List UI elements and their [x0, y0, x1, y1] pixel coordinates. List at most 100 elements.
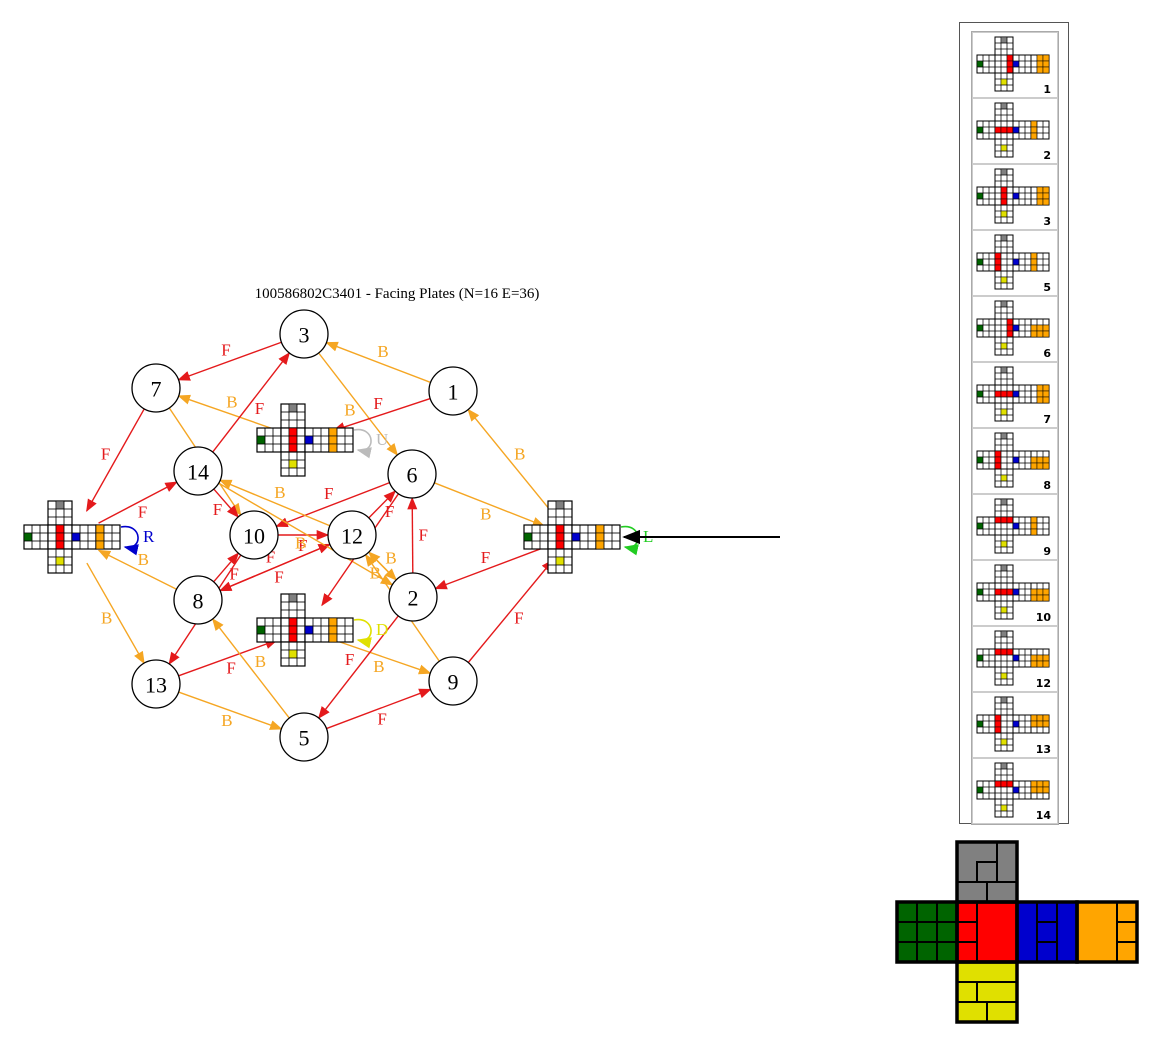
node-label: 13	[145, 673, 167, 698]
cube-nodes-layer: RLUD	[23, 403, 653, 667]
legend-cube-icon	[976, 36, 1050, 92]
legend-cube-icon	[976, 696, 1050, 752]
node-12: 12	[327, 510, 377, 560]
legend-item-7: 7	[972, 362, 1058, 428]
edge-5-8	[211, 617, 290, 719]
edge-label: B	[370, 564, 381, 583]
edge-label: F	[345, 650, 354, 669]
edge-label: F	[418, 525, 427, 544]
edge-2-5	[317, 615, 399, 720]
legend-cube-icon	[976, 630, 1050, 686]
node-label: 5	[299, 726, 310, 751]
edge-cubeU-7	[177, 394, 277, 431]
node-label: 9	[448, 670, 459, 695]
node-label: 12	[341, 524, 363, 549]
state-graph: 100586802C3401 - Facing Plates (N=16 E=3…	[23, 286, 780, 762]
edge-label: B	[514, 445, 525, 464]
edge-1-3	[325, 341, 431, 384]
node-5: 5	[279, 712, 329, 762]
edge-label: F	[274, 568, 283, 587]
node-3: 3	[279, 309, 329, 359]
legend-item-9: 9	[972, 494, 1058, 560]
legend-item-14: 14	[972, 758, 1058, 824]
edge-label: F	[266, 547, 275, 566]
node-label: 14	[187, 460, 209, 485]
edge-14-2	[218, 482, 394, 586]
node-1: 1	[428, 366, 478, 416]
legend-cube-icon	[976, 564, 1050, 620]
edge-2-6	[407, 496, 418, 574]
edge-12-14	[218, 479, 331, 527]
cube-node-r: R	[23, 500, 155, 574]
legend-cube-icon	[976, 762, 1050, 818]
node-label: 7	[151, 377, 162, 402]
node-label: 6	[407, 463, 418, 488]
self-loop-label: U	[376, 430, 388, 449]
edge-label: B	[377, 342, 388, 361]
edge-6-10	[275, 481, 390, 528]
legend-item-number: 2	[1043, 149, 1051, 162]
edge-3-6	[318, 352, 399, 456]
edge-cubeR-14	[98, 481, 178, 524]
node-8: 8	[173, 575, 223, 625]
node-label: 2	[408, 586, 419, 611]
edge-cubeL-2	[434, 546, 545, 590]
edge-5-9	[326, 688, 432, 730]
legend-item-number: 7	[1043, 413, 1051, 426]
legend-cube-icon	[976, 498, 1050, 554]
edge-label: F	[229, 565, 238, 584]
edges-layer: FBBFBFBFFBBFBFFBFBFFBFBFFFBBBBFFFFBF	[86, 341, 554, 730]
legend-item-2: 2	[972, 98, 1058, 164]
self-loop-label: D	[376, 620, 388, 639]
edge-8-cubeR	[97, 549, 177, 590]
legend-cube-icon	[976, 432, 1050, 488]
edge-label: F	[298, 536, 307, 555]
edge-label: F	[138, 502, 147, 521]
edge-cubeD-9	[333, 639, 432, 675]
edge-label: B	[385, 548, 396, 567]
edge-label: F	[101, 444, 110, 463]
edge-14-10	[213, 488, 240, 518]
legend-cube-icon	[976, 234, 1050, 290]
legend-item-number: 14	[1035, 809, 1051, 822]
edge-8-10	[213, 552, 240, 583]
edge-label: B	[101, 609, 112, 628]
edge-label: F	[514, 608, 523, 627]
edge-13-cubeD	[178, 639, 278, 677]
edge-label: F	[377, 709, 386, 728]
legend-item-8: 8	[972, 428, 1058, 494]
edge-label: F	[213, 500, 222, 519]
edge-label: F	[226, 658, 235, 677]
edge-label: F	[221, 341, 230, 360]
legend-item-number: 10	[1035, 611, 1051, 624]
edge-label: B	[221, 711, 232, 730]
edge-7-cubeR	[86, 408, 145, 512]
cube-node-u: U	[256, 403, 388, 477]
edge-label: B	[295, 533, 306, 552]
edge-label: F	[481, 548, 490, 567]
legend-item-number: 13	[1035, 743, 1051, 756]
edge-label: F	[324, 484, 333, 503]
node-13: 13	[131, 659, 181, 709]
node-label: 8	[193, 589, 204, 614]
edge-13-5	[178, 691, 283, 730]
legend-item-number: 8	[1043, 479, 1051, 492]
node-label: 10	[243, 524, 265, 549]
legend-item-number: 12	[1035, 677, 1051, 690]
edge-6-cubeL	[434, 482, 546, 527]
large-cube-net	[895, 840, 1139, 1024]
legend-item-number: 6	[1043, 347, 1051, 360]
legend-item-number: 1	[1043, 83, 1051, 96]
legend-item-1: 1	[972, 32, 1058, 98]
edge-12-8	[218, 543, 331, 592]
edge-9-cubeL	[467, 559, 554, 663]
node-14: 14	[173, 446, 223, 496]
edge-1-cubeU	[332, 397, 431, 432]
cube-node-d: D	[256, 593, 388, 667]
edge-label: F	[255, 399, 264, 418]
legend-item-number: 9	[1043, 545, 1051, 558]
legend-item-5: 5	[972, 230, 1058, 296]
